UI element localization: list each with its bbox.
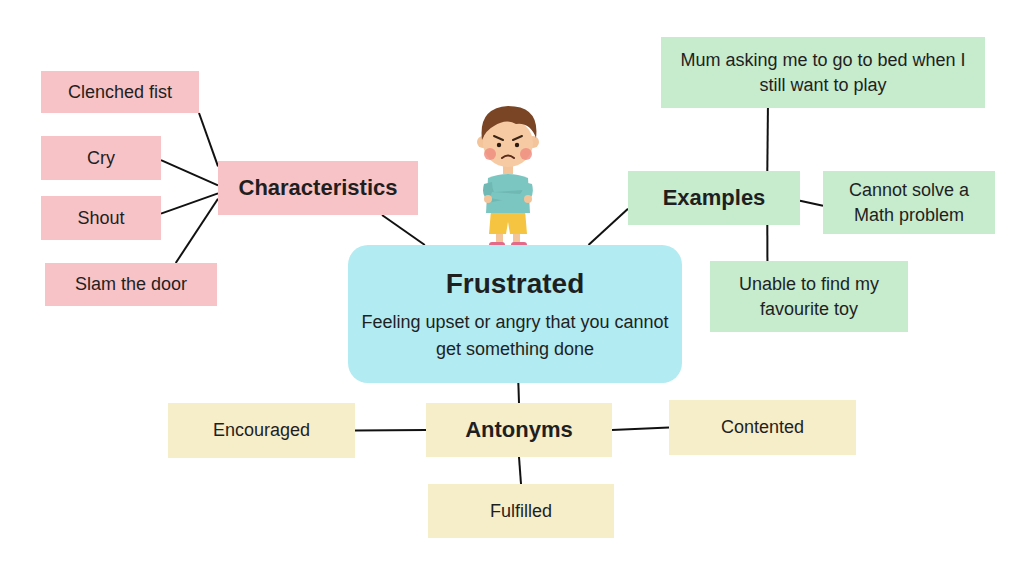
node-label: Cannot solve a Math problem [833,178,985,227]
node-label: Mum asking me to go to bed when I still … [671,48,975,97]
node-label: Shout [77,206,124,230]
connector-line [588,209,628,245]
connector-line [199,113,218,166]
node-label: Slam the door [75,272,187,296]
category-box: Antonyms [426,403,612,457]
item-box: Encouraged [168,403,355,458]
node-label: Antonyms [465,415,573,445]
node-label: Fulfilled [490,499,552,523]
category-box: Examples [628,171,800,225]
item-box: Mum asking me to go to bed when I still … [661,37,985,108]
connector-line [382,215,425,245]
item-box: Contented [669,400,856,455]
connector-line [519,457,521,484]
connector-line [176,199,218,263]
node-label: Characteristics [239,173,398,203]
item-box: Clenched fist [41,71,199,113]
node-label: Unable to find my favourite toy [720,272,898,321]
category-box: Characteristics [218,161,418,215]
connector-line [161,160,218,185]
node-label: Clenched fist [68,80,172,104]
connector-line [766,225,768,261]
connector-line [766,108,769,171]
central-concept: FrustratedFeeling upset or angry that yo… [348,245,682,383]
item-box: Slam the door [45,263,217,306]
item-box: Unable to find my favourite toy [710,261,908,332]
connector-line [800,201,823,206]
connector-line [517,383,520,403]
node-label: Examples [663,183,766,213]
node-label: Frustrated [446,265,584,303]
node-label: Contented [721,415,804,439]
connector-line [612,428,669,431]
item-box: Cry [41,136,161,180]
item-box: Fulfilled [428,484,614,538]
node-description: Feeling upset or angry that you cannot g… [358,309,672,363]
item-box: Cannot solve a Math problem [823,171,995,234]
node-label: Cry [87,146,115,170]
node-label: Encouraged [213,418,310,442]
item-box: Shout [41,196,161,240]
connector-line [355,429,426,432]
